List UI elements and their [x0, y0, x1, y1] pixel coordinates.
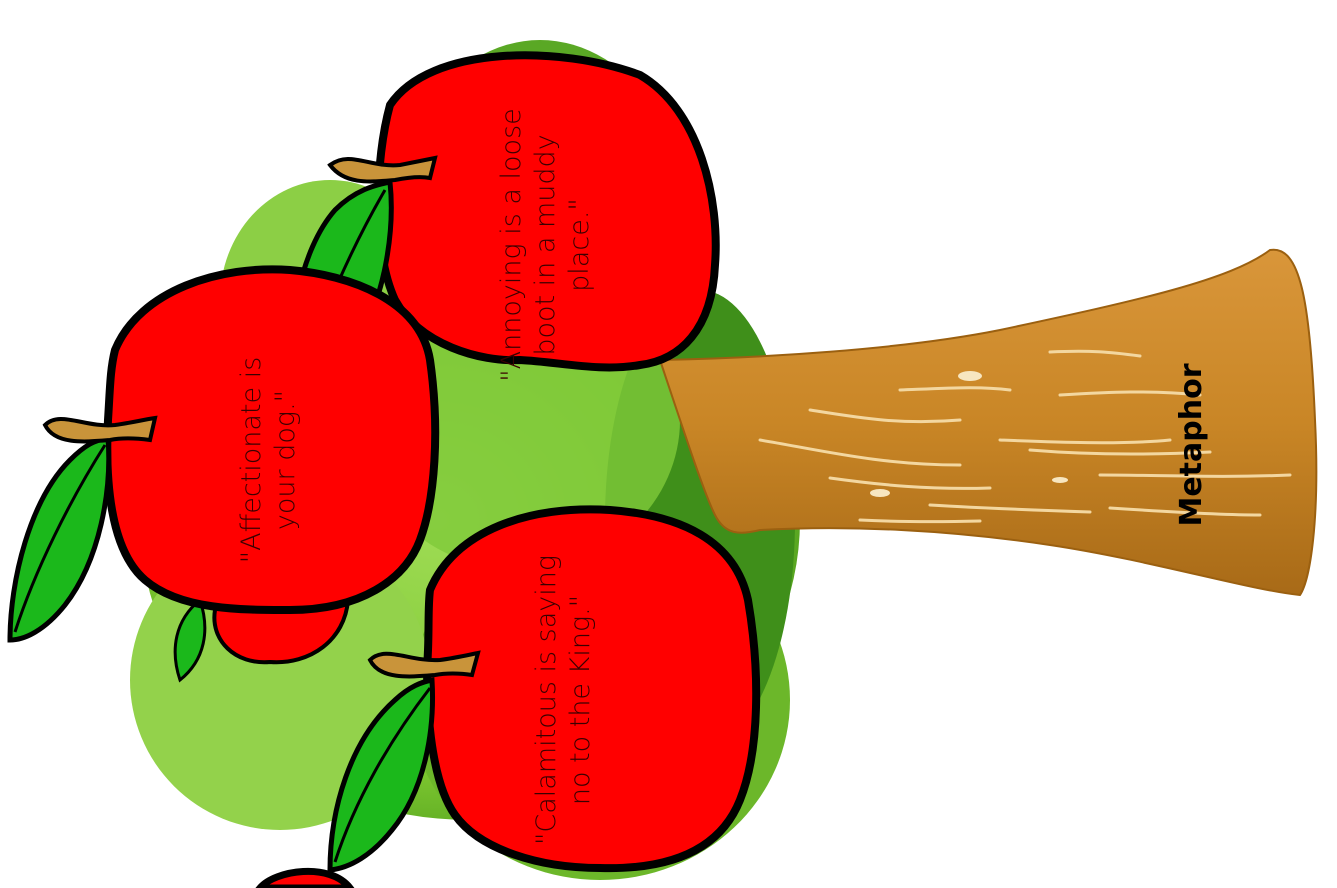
apple-affectionate-icon [10, 269, 435, 640]
partial-apple-icon [260, 871, 350, 888]
apple-label-affectionate: "Affectionate is your dog." [235, 335, 315, 585]
apple-label-calamitous: "Calamitous is saying no to the King." [530, 550, 640, 850]
diagram-title: Metaphor [1172, 315, 1212, 575]
apple-label-annoying: "Annoying is a loose boot in a muddy pla… [495, 95, 605, 395]
